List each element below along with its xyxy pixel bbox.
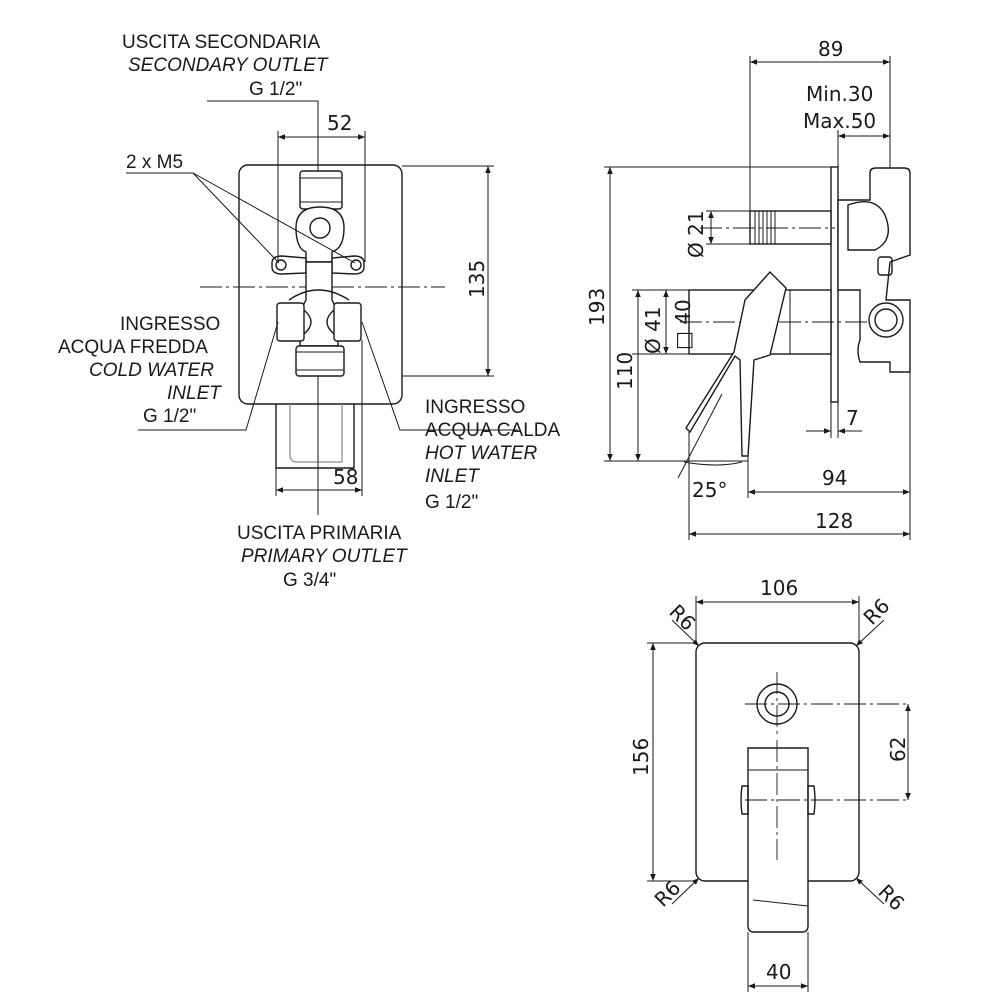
plate-dim-156-label: 156: [629, 738, 653, 776]
plate-radius-tl: R6: [664, 600, 700, 636]
cold-inlet-en1: COLD WATER: [89, 360, 214, 381]
cold-inlet-fitting: [276, 302, 305, 342]
primary-outlet-fitting: [295, 345, 345, 377]
front-plate: [238, 164, 403, 405]
hot-inlet-en1: HOT WATER: [425, 443, 538, 464]
primary-outlet-label-en: PRIMARY OUTLET: [241, 546, 408, 567]
dim-52-label: 52: [327, 111, 352, 135]
dim-angle-label: 25°: [692, 478, 727, 502]
side-valve-body: [837, 167, 911, 373]
dim-7-label: 7: [846, 406, 859, 430]
cold-inlet-it1: INGRESSO: [120, 314, 220, 335]
dim-square-40-label: □ 40: [671, 299, 695, 350]
front-view: USCITA SECONDARIA SECONDARY OUTLET G 1/2…: [58, 32, 560, 591]
cold-inlet-it2: ACQUA FREDDA: [58, 337, 208, 358]
secondary-outlet-fitting: [299, 170, 343, 210]
secondary-outlet-thread: G 1/2": [249, 79, 302, 100]
upper-body: [295, 206, 345, 263]
plate-radius-br: R6: [873, 880, 909, 916]
side-view: 89 Min.30 Max.50 Ø 21 193 Ø 41 □ 40 110 …: [585, 37, 911, 540]
hot-inlet-fitting: [333, 302, 362, 342]
side-inlet-circle: [868, 302, 904, 338]
primary-outlet-thread: G 3/4": [283, 570, 336, 591]
primary-outlet-label-it: USCITA PRIMARIA: [237, 523, 402, 544]
plate-dim-106-label: 106: [760, 576, 798, 600]
side-wall-plate: [830, 166, 839, 403]
dim-diameter-21-label: Ø 21: [684, 210, 708, 258]
secondary-outlet-label-it: USCITA SECONDARIA: [122, 32, 320, 53]
plate-radius-tr: R6: [859, 594, 895, 630]
side-lever: [685, 270, 787, 457]
front-spout-box: [275, 404, 355, 469]
depth-max-label: Max.50: [803, 109, 876, 133]
plate-dim-62-label: 62: [886, 737, 910, 762]
plate-lever: [747, 747, 809, 933]
plate-view: 106 R6 R6 R6 R6 156 62 40: [629, 576, 911, 992]
dim-89-label: 89: [818, 37, 843, 61]
depth-min-label: Min.30: [806, 82, 873, 106]
hot-inlet-it1: INGRESSO: [425, 397, 525, 418]
dim-128-label: 128: [815, 509, 853, 533]
screws-label: 2 x M5: [126, 152, 183, 173]
side-stub-21: [749, 210, 832, 245]
dim-94-label: 94: [822, 466, 847, 490]
secondary-outlet-label-en: SECONDARY OUTLET: [128, 55, 329, 76]
dim-diameter-41-label: Ø 41: [641, 306, 665, 354]
dim-193-label: 193: [585, 288, 609, 326]
cold-inlet-thread: G 1/2": [143, 406, 196, 427]
dim-58-label: 58: [333, 465, 358, 489]
hot-inlet-en2: INLET: [425, 466, 480, 487]
screw-lug-left: [271, 255, 307, 275]
cold-inlet-en2: INLET: [167, 383, 222, 404]
dim-135-label: 135: [465, 260, 489, 298]
dim-110-label: 110: [613, 352, 637, 390]
plate-dim-40-label: 40: [766, 960, 791, 984]
hot-inlet-thread: G 1/2": [425, 492, 478, 513]
